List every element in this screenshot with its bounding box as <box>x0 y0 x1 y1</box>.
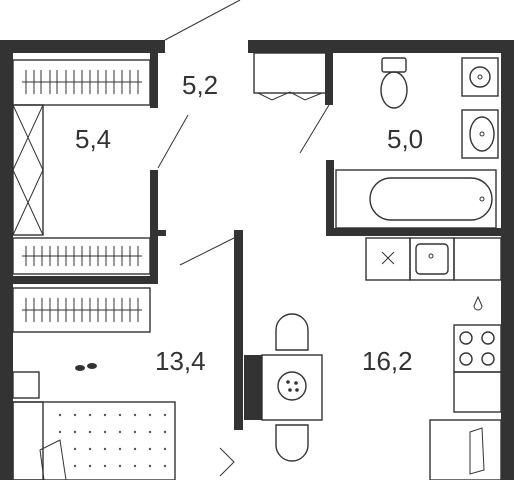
door-wardrobe <box>157 114 189 169</box>
wardrobe-door-icon <box>257 91 323 101</box>
drop-icon <box>473 295 483 311</box>
wall-column <box>244 355 262 420</box>
bathtub-icon <box>335 169 497 229</box>
dining-table <box>261 354 323 421</box>
door-bedroom <box>179 237 235 266</box>
room-area-wardrobe: 5,4 <box>75 124 112 154</box>
plate-icon <box>277 371 307 401</box>
wall-bath-side <box>326 160 334 235</box>
sink-icon <box>461 57 499 97</box>
kitchen-cabinet <box>365 237 411 281</box>
door-bedroom-lower <box>219 447 235 477</box>
wardrobe-shelf-side <box>12 104 44 236</box>
washbasin-icon <box>461 109 499 159</box>
corridor-wardrobe <box>253 52 327 94</box>
bed <box>12 401 176 480</box>
kitchen-counter <box>453 237 502 281</box>
wardrobe-rail-bottom <box>12 237 151 275</box>
room-area-kitchen-living: 16,2 <box>362 346 413 376</box>
bedroom-wardrobe <box>12 287 151 333</box>
wall-top-right <box>248 40 514 53</box>
wall-wardrobe-lower <box>150 170 158 280</box>
wall-right <box>501 40 514 480</box>
room-area-bedroom: 13,4 <box>155 346 206 376</box>
wall-top-left <box>0 40 165 53</box>
wall-bedroom-top <box>150 230 166 236</box>
hanger-lines-bottom <box>22 246 142 266</box>
room-area-bathroom: 5,0 <box>387 124 424 154</box>
wall-wardrobe-upper <box>150 53 158 108</box>
door-bathroom <box>299 104 330 154</box>
wall-corridor-upper <box>325 53 333 105</box>
entrance-door <box>164 0 241 41</box>
wardrobe-rail-top <box>12 59 151 106</box>
wall-bedroom-right <box>234 230 243 430</box>
sofa-icon <box>429 419 502 480</box>
chair-bottom <box>275 424 309 462</box>
bed-dots <box>58 413 167 468</box>
hanger-lines-bedroom <box>22 298 142 322</box>
stove-icon <box>453 324 502 373</box>
wall-bath-bottom <box>326 228 514 236</box>
toilet-icon <box>380 57 408 109</box>
wall-wardrobe-bottom <box>13 276 158 284</box>
hanger-lines-top <box>22 70 142 94</box>
plate-dots <box>286 380 299 392</box>
nightstand <box>12 371 40 399</box>
chair-top <box>275 313 309 351</box>
fridge <box>453 371 502 413</box>
shelf-cross-lines <box>12 104 44 236</box>
kitchen-sink-icon <box>409 237 455 281</box>
room-area-corridor: 5,2 <box>182 70 219 100</box>
slippers-icon <box>75 363 97 371</box>
wall-left <box>0 40 13 480</box>
